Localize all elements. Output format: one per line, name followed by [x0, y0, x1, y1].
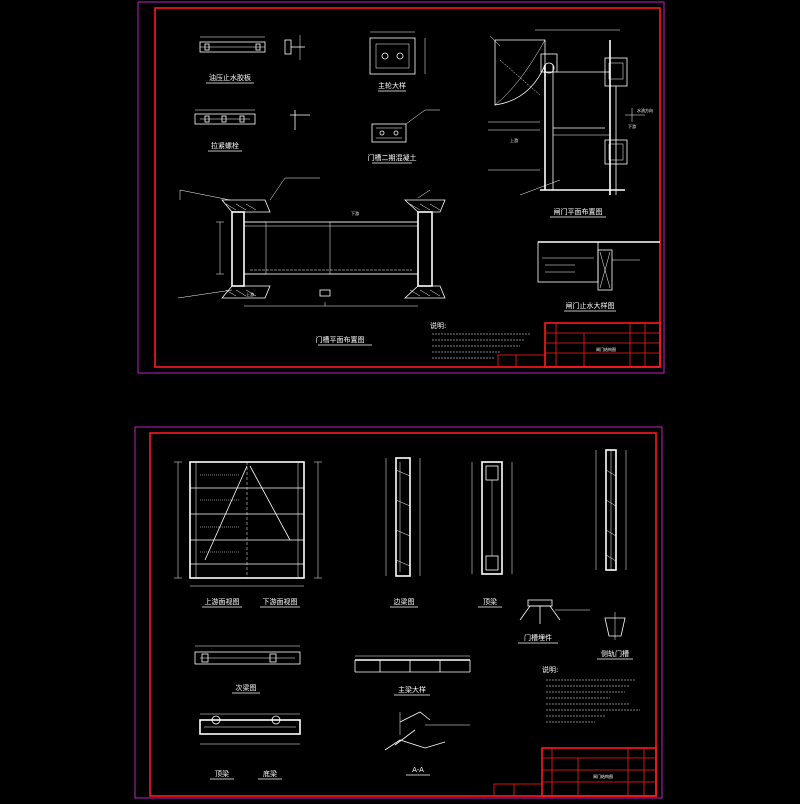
view-2-7: 次梁图	[194, 645, 301, 694]
sheet-2-notes: 说明:	[542, 665, 640, 723]
sheet-1-notes-title: 说明:	[430, 321, 446, 330]
view-1-5-downstream-label: 下游	[351, 210, 359, 216]
view-1-3-title: 主轮大样	[378, 81, 406, 90]
sheet-1-drawing-name: 闸门结构图	[596, 346, 616, 352]
sheet-2-frame	[149, 432, 657, 797]
sheet-1-border	[137, 1, 665, 374]
view-2-3: 边梁图	[385, 457, 421, 608]
view-1-6-title: 闸门平面布置图	[554, 207, 603, 216]
view-2-4: 顶梁	[471, 461, 513, 608]
view-1-1: 油压止水胶板	[199, 35, 305, 84]
view-1-6-water-dir-label: 水流方向	[637, 107, 653, 113]
sheet-2-border	[134, 426, 663, 799]
view-1-5: 下游 上游 门槽平面布置图	[177, 177, 446, 346]
view-2-9: 顶梁 底梁	[199, 713, 301, 780]
view-2-2-title: 下游面视图	[263, 597, 298, 606]
view-2-5: 门槽埋件	[518, 599, 590, 644]
view-1-2: 拉紧螺栓	[194, 109, 310, 152]
sheet-1-notes: 说明:	[430, 321, 530, 359]
view-1-4-title: 门槽二期混凝土	[368, 153, 417, 162]
view-2-7-title: 次梁图	[236, 683, 257, 692]
view-2-5-title: 门槽埋件	[524, 633, 552, 642]
sheet-1-title-block: 闸门结构图	[497, 322, 661, 368]
view-2-8-title: 主梁大样	[398, 685, 426, 694]
view-2-11: A-A	[384, 711, 470, 776]
sheet-2-notes-title: 说明:	[542, 665, 558, 674]
view-2-10-title: 底梁	[263, 769, 277, 778]
view-1-6-upstream-label: 上游	[510, 137, 518, 143]
view-1-5-upstream-label: 上游	[246, 291, 254, 297]
view-1-7-title: 闸门止水大样图	[566, 301, 615, 310]
view-2-11-title: A-A	[412, 766, 424, 774]
view-2-9-title: 顶梁	[215, 769, 229, 778]
view-2-1-gate-elevation: 上游面视图 下游面视图	[174, 461, 322, 608]
sheet-1: 油压止水胶板 拉紧螺栓 主轮大样	[137, 1, 665, 374]
view-1-4: 门槽二期混凝土	[368, 109, 440, 164]
view-1-3: 主轮大样	[369, 31, 426, 92]
view-1-1-title: 油压止水胶板	[209, 73, 251, 82]
sheet-1-frame	[154, 7, 661, 368]
view-2-3-title: 边梁图	[394, 597, 415, 606]
view-2-6: 侧轨门槽	[595, 449, 633, 660]
view-1-5-title: 门槽平面布置图	[316, 335, 365, 344]
view-1-2-title: 拉紧螺栓	[211, 141, 239, 150]
view-2-6-title: 侧轨门槽	[601, 649, 629, 658]
view-1-7: 闸门止水大样图	[537, 241, 660, 312]
view-2-1-title: 上游面视图	[205, 597, 240, 606]
view-1-6: 水流方向 下游 上游 闸门平面布置图	[488, 29, 653, 218]
view-2-8: 主梁大样	[354, 655, 471, 696]
sheet-2-title-block: 闸门结构图	[493, 747, 657, 797]
sheet-2: 上游面视图 下游面视图 边梁图 顶梁	[134, 426, 663, 799]
sheet-2-drawing-name: 闸门结构图	[593, 773, 613, 779]
view-1-6-downstream-label: 下游	[628, 123, 636, 129]
view-2-4-title: 顶梁	[483, 597, 497, 606]
